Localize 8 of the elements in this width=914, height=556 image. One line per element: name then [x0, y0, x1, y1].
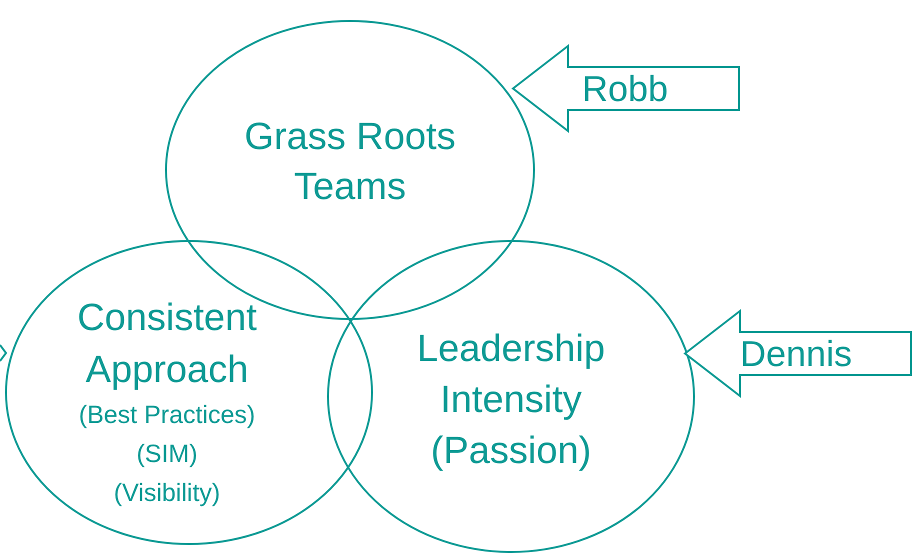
circle-subtitle: (SIM) [136, 439, 198, 470]
circle-title: Grass Roots Teams [243, 115, 457, 210]
circle-title: Leadership Intensity (Passion) [416, 327, 606, 474]
circle-title: Consistent Approach [76, 296, 258, 393]
circle-subtitle: (Visibility) [114, 478, 220, 509]
arrow-label: Robb [582, 68, 668, 108]
circle-subtitle: (Best Practices) [78, 400, 256, 431]
arrow-label: Dennis [740, 334, 852, 374]
